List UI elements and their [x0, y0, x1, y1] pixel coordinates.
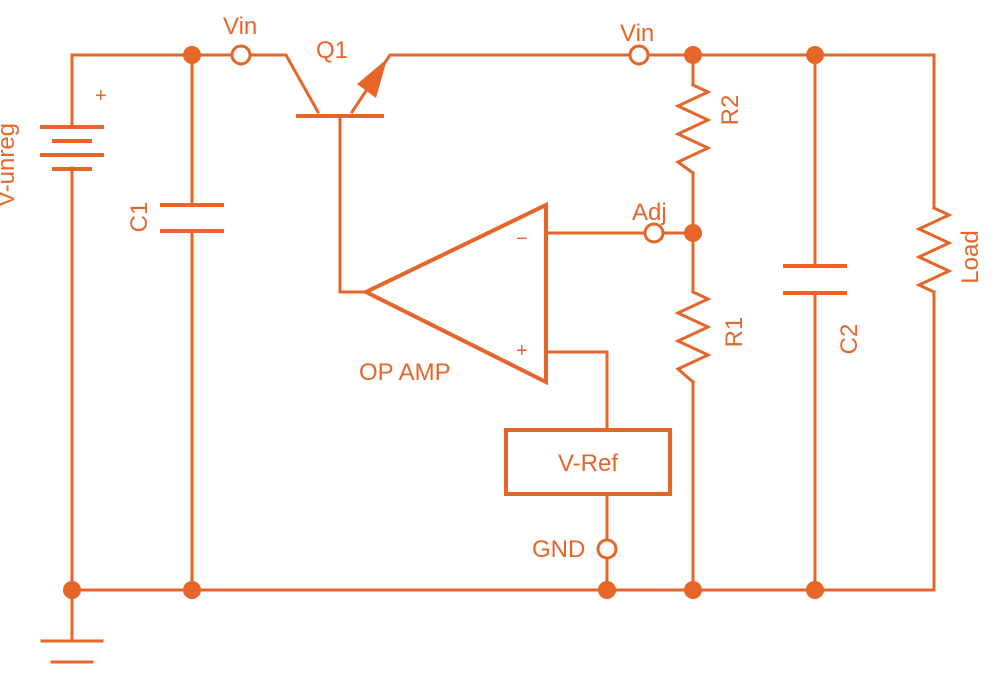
junction-r1-bottom [684, 581, 702, 599]
wire-top-right [646, 53, 936, 210]
gnd-terminal [596, 538, 618, 560]
vin-left-label: Vin [223, 13, 257, 40]
junction-c1-bottom [183, 581, 201, 599]
opamp-triangle [361, 201, 548, 386]
source-plus-label: + [95, 85, 107, 107]
load-label: Load [957, 230, 984, 283]
r1-label: R1 [721, 317, 748, 348]
r2-zigzag [674, 83, 712, 176]
junction-gnd-bottom [598, 581, 616, 599]
wire-opamp-plus [544, 350, 609, 432]
r1-zigzag [674, 290, 712, 385]
junction-adj [684, 224, 702, 242]
labels: V-unreg + Vin Vin Q1 C1 R2 R1 Adj C2 Loa… [0, 13, 984, 563]
opamp-plus-label: + [516, 340, 528, 362]
source-label: V-unreg [0, 123, 20, 207]
gnd-label: GND [532, 536, 585, 563]
vin-left-terminal [230, 44, 252, 66]
q1-label: Q1 [316, 37, 348, 64]
wire-q1-emitter [349, 53, 632, 115]
vin-right-terminal [628, 44, 650, 66]
r2-label: R2 [717, 95, 744, 126]
wire-base-to-opamp [338, 116, 368, 294]
c2-label: C2 [836, 324, 863, 355]
junction-ground [63, 581, 81, 599]
terminals [230, 44, 665, 560]
junction-c1-top [183, 46, 201, 64]
c1-label: C1 [126, 202, 153, 233]
wire-q1-collector [248, 53, 321, 115]
junction-c2-bottom [806, 581, 824, 599]
component-bodies [40, 114, 847, 496]
load-zigzag [915, 206, 953, 294]
junction-c2-top [806, 46, 824, 64]
opamp-minus-label: − [516, 228, 528, 250]
opamp-label: OP AMP [359, 359, 451, 386]
adj-terminal [643, 222, 665, 244]
vref-box [504, 428, 672, 496]
junction-r2-top [684, 46, 702, 64]
junctions [63, 46, 824, 599]
vin-right-label: Vin [620, 20, 654, 47]
vref-label: V-Ref [558, 450, 618, 477]
q1-emitter-arrow [357, 59, 387, 98]
adj-label: Adj [632, 199, 667, 226]
